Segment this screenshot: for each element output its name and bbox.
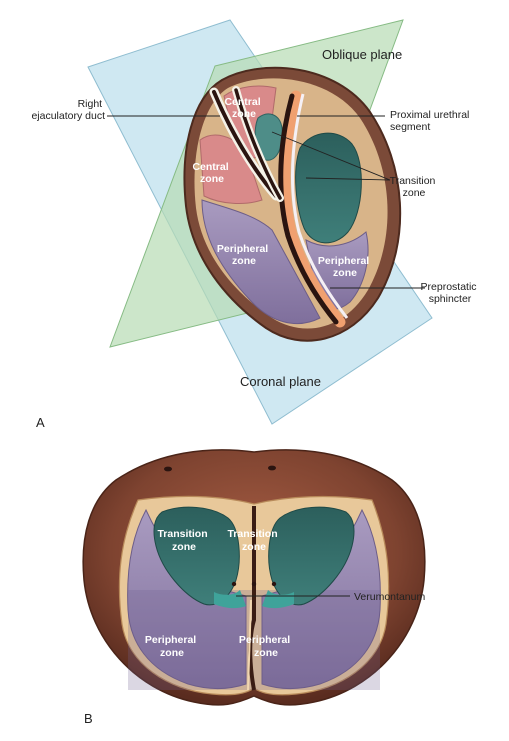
central-zone-lower-label: Central zone [192, 161, 231, 185]
urethra-b-highlight [247, 599, 252, 691]
verumontanum-dot-3 [271, 581, 277, 587]
verumontanum-label: Verumontanum [354, 591, 425, 603]
dimple-left [164, 466, 172, 472]
peripheral-zone-left-label: Peripheral zone [217, 243, 271, 267]
central-zone-upper-label: Central zone [224, 96, 263, 120]
ejaculatory-duct-left-core [234, 88, 282, 200]
verumontanum-dot-1 [231, 581, 237, 587]
proximal-urethral-segment-label: Proximal urethral segment [390, 109, 472, 133]
transition-zone-left-label-b: Transition zone [157, 528, 210, 553]
right-ejaculatory-duct-label: Right ejaculatory duct [31, 98, 105, 122]
preprostatic-sphincter-label: Preprostatic sphincter [421, 281, 480, 305]
central-accent-right [262, 590, 294, 609]
panel-a: Central zone Central zone Peripheral zon… [31, 19, 480, 430]
panel-a-letter: A [36, 415, 45, 430]
peripheral-zone-left [201, 199, 321, 325]
transition-zone-leader-1 [271, 131, 391, 181]
oblique-plane-label: Oblique plane [322, 47, 402, 62]
transition-zone-right-label-b: Transition zone [227, 528, 280, 553]
sphincter-rim [290, 93, 349, 319]
preprostatic-sphincter-band [279, 90, 346, 328]
peripheral-zone-left-label-b: Peripheral zone [145, 634, 199, 659]
dimple-right [268, 465, 276, 471]
central-accent-left [214, 590, 246, 609]
peripheral-zone-right-label: Peripheral zone [318, 255, 372, 279]
transition-zone-main [295, 132, 362, 244]
ejaculatory-duct-right-core [212, 90, 278, 198]
coronal-plane-label: Coronal plane [240, 374, 321, 389]
central-zone-lower [199, 134, 263, 204]
transition-zone-leader-2 [305, 177, 391, 181]
urethra [278, 93, 339, 325]
peripheral-zone-right-label-b: Peripheral zone [239, 634, 293, 659]
panel-b-letter: B [84, 711, 93, 726]
transition-zone-label: Transition zone [390, 175, 439, 199]
verumontanum-dot-2 [251, 581, 257, 587]
panel-b: Transition zone Transition zone Peripher… [82, 449, 426, 726]
